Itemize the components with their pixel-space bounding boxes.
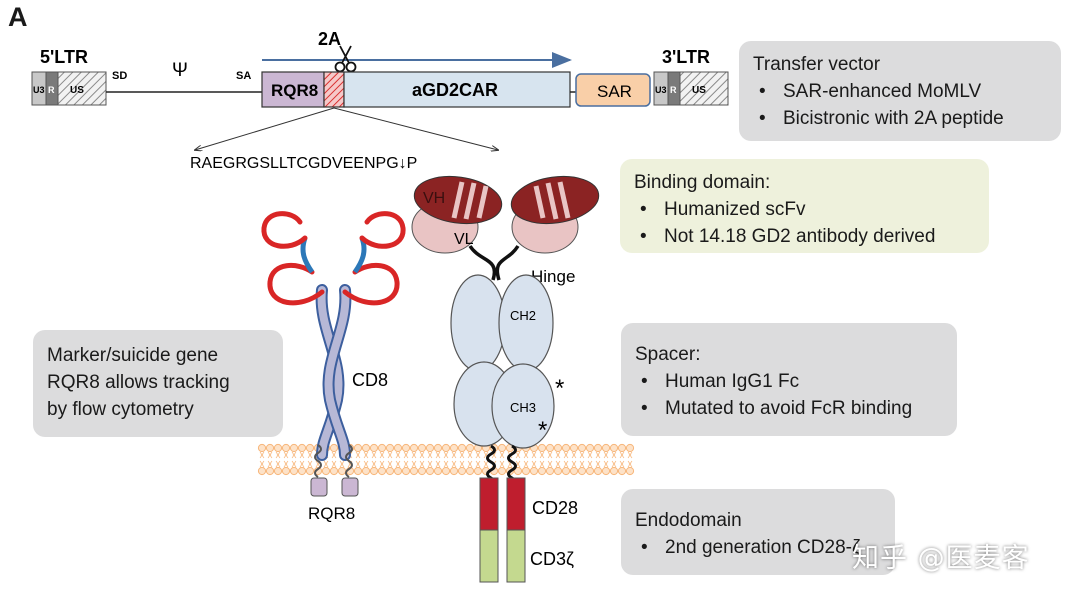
ch2-label: CH2 xyxy=(510,308,536,323)
endodomain-item: 2nd generation CD28-ζ xyxy=(635,534,881,561)
vh-label: VH xyxy=(423,190,445,207)
car-segment-label: aGD2CAR xyxy=(412,80,498,100)
ch3-right xyxy=(491,363,555,449)
ltr3-label: 3'LTR xyxy=(662,47,710,67)
rqr8-segment-label: RQR8 xyxy=(271,81,318,100)
ltr5-us-segment xyxy=(57,71,107,106)
marker-gene-line: RQR8 allows tracking xyxy=(47,372,230,393)
peptide-pointer-right xyxy=(333,107,498,150)
spacer-title: Spacer: xyxy=(635,344,701,365)
mutation-star-lower: * xyxy=(538,417,547,444)
mutation-star-upper: * xyxy=(555,375,564,402)
twoA-label: 2A xyxy=(318,29,341,49)
ltr3-us-segment xyxy=(679,71,729,106)
cd3z-left xyxy=(479,529,499,583)
cd28-left xyxy=(479,477,499,531)
sar-segment xyxy=(575,73,651,107)
endodomain-title: Endodomain xyxy=(635,510,742,531)
scissors-icon xyxy=(334,45,357,73)
cell-membrane xyxy=(257,443,635,476)
ltr3-u3-label: U3 xyxy=(655,85,667,95)
marker-gene-box: Marker/suicide gene RQR8 allows tracking… xyxy=(33,330,283,437)
ch3-label: CH3 xyxy=(510,400,536,415)
ltr5-r-label: R xyxy=(48,85,55,95)
watermark: 知乎 @医麦客 xyxy=(852,543,1030,574)
twoA-segment xyxy=(323,71,345,108)
cd8-label: CD8 xyxy=(352,370,388,390)
car-segment xyxy=(343,71,571,108)
rqr8-segment xyxy=(261,71,325,108)
transfer-vector-box: Transfer vector SAR-enhanced MoMLV Bicis… xyxy=(739,41,1061,141)
binding-domain-item: Not 14.18 GD2 antibody derived xyxy=(634,223,975,250)
spacer-item: Human IgG1 Fc xyxy=(635,368,943,395)
vl-label: VL xyxy=(454,231,474,248)
marker-gene-line: by flow cytometry xyxy=(47,399,194,420)
psi-label: Ψ xyxy=(172,60,188,81)
rqr8-marker-protein: CD8 RQR8 xyxy=(261,211,406,523)
sd-label: SD xyxy=(112,70,127,82)
spacer-box: Spacer: Human IgG1 Fc Mutated to avoid F… xyxy=(621,323,957,436)
sa-label: SA xyxy=(236,70,251,82)
ltr5-u3-label: U3 xyxy=(33,85,45,95)
vector-map: 5'LTR U3 R US SD Ψ SA 2A RQR8 aGD2CAR SA… xyxy=(31,29,729,172)
transfer-vector-item: SAR-enhanced MoMLV xyxy=(753,78,1047,105)
ltr3-r-label: R xyxy=(670,85,677,95)
cd28-label: CD28 xyxy=(532,498,578,518)
binding-domain-box: Binding domain: Humanized scFv Not 14.18… xyxy=(620,159,989,253)
peptide-sequence: RAEGRGSLLTCGDVEENPG↓P xyxy=(190,155,417,172)
ltr5-us-label: US xyxy=(70,85,84,96)
cd3z-label: CD3ζ xyxy=(530,549,574,569)
ch2-left xyxy=(450,274,506,372)
spacer-item: Mutated to avoid FcR binding xyxy=(635,395,943,422)
binding-domain-title: Binding domain: xyxy=(634,172,771,193)
ltr3-us-label: US xyxy=(692,85,706,96)
panel-label: A xyxy=(8,2,28,32)
binding-domain-item: Humanized scFv xyxy=(634,196,975,223)
car-protein: VH VL Hinge CH2 CH3 * * CD28 CD3ζ xyxy=(411,175,600,583)
cd28-right xyxy=(506,477,526,531)
sar-segment-label: SAR xyxy=(597,82,632,101)
hinge-label: Hinge xyxy=(531,267,575,286)
marker-gene-line: Marker/suicide gene xyxy=(47,345,219,366)
transfer-vector-title: Transfer vector xyxy=(753,54,881,75)
transfer-vector-item: Bicistronic with 2A peptide xyxy=(753,105,1047,132)
ch2-right xyxy=(498,274,554,372)
endodomain-box: Endodomain 2nd generation CD28-ζ xyxy=(621,489,895,575)
scfv-vh-right xyxy=(510,175,600,225)
cd3z-right xyxy=(506,529,526,583)
ltr5-label: 5'LTR xyxy=(40,47,88,67)
hinge-region xyxy=(468,244,520,281)
peptide-pointer-left xyxy=(195,107,335,150)
rqr8-protein-label: RQR8 xyxy=(308,504,355,523)
